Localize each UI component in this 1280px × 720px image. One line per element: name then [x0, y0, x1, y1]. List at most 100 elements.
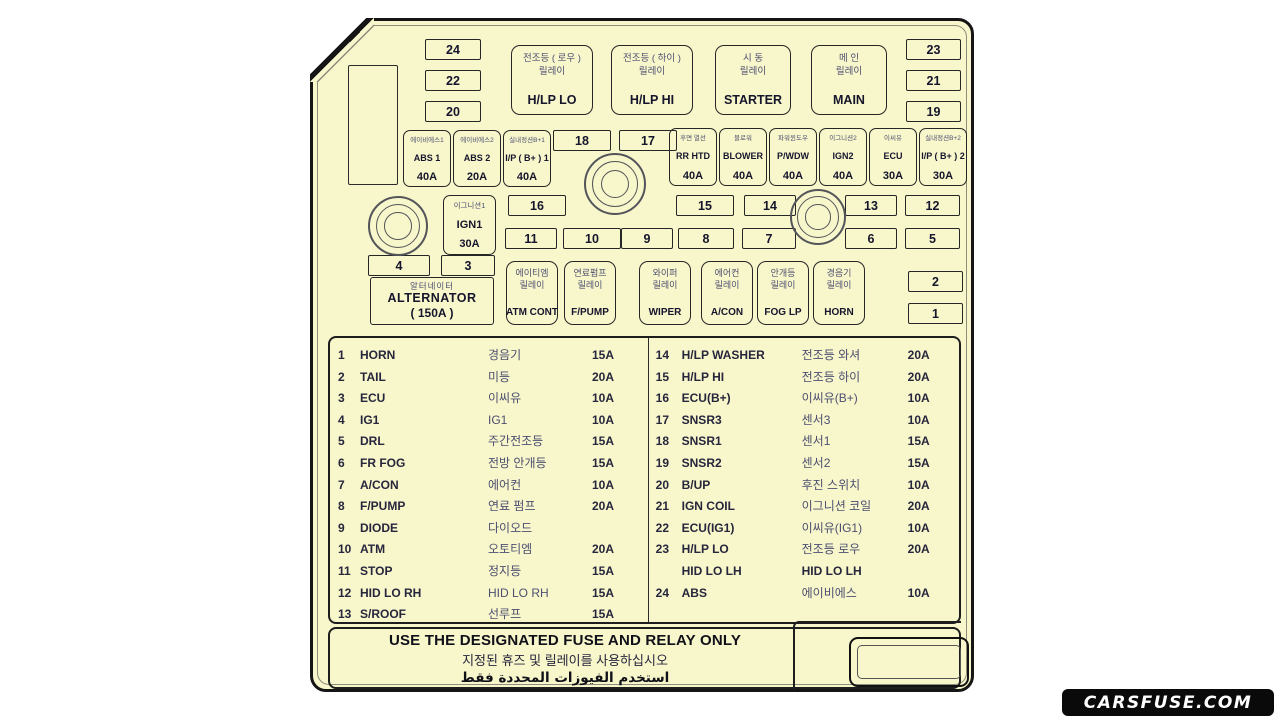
relay-name: WIPER [648, 307, 682, 318]
fuse-korean-name: 주간전조등 [488, 434, 544, 449]
relay-name: FOG LP [764, 307, 802, 318]
fuse-amperage: 20A [592, 542, 615, 557]
relay-korean-label: 릴레이 [770, 280, 796, 291]
alternator-korean-label: 알터네이터 [409, 281, 455, 292]
fuse-korean-name-line2: HID LO LH [801, 563, 862, 578]
relay-box: 메 인 릴레이 MAIN [811, 45, 887, 115]
relay-box: 경음기 릴레이 HORN [813, 261, 865, 325]
fuse-name: A/CON [360, 477, 399, 492]
fuse-name: H/LP HI [681, 369, 725, 384]
fuse-name: HORN [360, 348, 396, 362]
fuse-amperage: 30A [932, 170, 954, 182]
fuse-name: I/P ( B+ ) 1 [505, 152, 549, 163]
fuse-name: I/P ( B+ ) 2 [921, 151, 965, 161]
fuse-slot-17: 17 [619, 130, 677, 151]
fuse-table-row: 15 H/LP HI 전조등 하이 20A [656, 367, 959, 389]
fuse-table-row: 24 ABS 에이비에스 10A [656, 583, 959, 605]
fuse-name: B/UP [681, 477, 711, 492]
fuse-name: HID LO RH [360, 585, 422, 600]
carsfuse-watermark: CARSFUSE.COM [1062, 689, 1274, 716]
fuse-korean-name: 전조등 와셔 [801, 348, 861, 362]
relay-korean-label: 릴레이 [519, 280, 545, 291]
fuse-number: 7 [338, 477, 345, 492]
fuse-korean-name: 선루프 [488, 607, 522, 622]
fuse-name: ABS 2 [463, 152, 491, 163]
mounting-bolt-icon [584, 153, 646, 215]
fuse-name: ECU(B+) [681, 391, 731, 406]
relay-name: F/PUMP [571, 307, 609, 318]
relay-box: 에어컨 릴레이 A/CON [701, 261, 753, 325]
fuse-name: IG1 [360, 412, 380, 427]
fuse-number: 17 [655, 412, 669, 427]
fuse-name: ECU [883, 151, 903, 161]
fuse-amperage: 10A [592, 391, 615, 406]
fuse-table-row: 9 DIODE 다이오드 [338, 518, 648, 540]
relay-korean-label: 연료펌프 [573, 268, 607, 278]
fuse-name: RR HTD [676, 151, 710, 161]
fuse-amperage: 40A [682, 170, 704, 182]
fuse-slot-10: 10 [563, 228, 621, 249]
fuse-korean-label: 파워윈도우 [778, 135, 808, 142]
fuse-korean-label: 이그니션1 [453, 201, 486, 210]
fuse-amperage: 10A [592, 412, 615, 427]
fuse-table-row: 19 SNSR2 센서2 15A [656, 453, 959, 475]
alternator-name: ALTERNATOR [387, 291, 477, 306]
bolt-center [384, 212, 412, 240]
fuse-korean-name: 미등 [488, 369, 511, 384]
bolt-ring [591, 160, 639, 208]
engine-fuse-box-panel: 24 22 20 23 21 19 18 17 16 15 14 13 12 1… [310, 18, 974, 692]
fuse-korean-label: 에이비에스1 [410, 137, 444, 144]
fuse-slot-12: 12 [905, 195, 960, 216]
fuse-korean-label: 실내정션B+2 [925, 135, 961, 142]
fuse-name: F/PUMP [360, 499, 406, 514]
fuse-block: 실내정션B+1 I/P ( B+ ) 1 40A [503, 130, 551, 187]
mounting-bolt-icon [790, 189, 846, 245]
relay-korean-label: 릴레이 [638, 65, 666, 77]
warning-footer: USE THE DESIGNATED FUSE AND RELAY ONLY 지… [328, 627, 961, 689]
relay-box: 연료펌프 릴레이 F/PUMP [564, 261, 616, 325]
fuse-amperage: 15A [592, 607, 615, 622]
fuse-number: 10 [338, 542, 352, 557]
fuse-amperage: 10A [907, 477, 930, 492]
fuse-slot-18: 18 [553, 130, 611, 151]
fuse-korean-label: 블로워 [734, 135, 752, 142]
fuse-slot-20: 20 [425, 101, 481, 122]
relay-korean-label: 와이퍼 [652, 268, 678, 278]
fuse-table-row: 21 IGN COIL 이그니션 코일 20A [656, 496, 959, 518]
fuse-amperage: 15A [592, 563, 615, 578]
fuse-table-row: 22 ECU(IG1) 이씨유(IG1) 10A [656, 518, 959, 540]
fuse-korean-name: 연료 펌프 [488, 499, 536, 514]
fuse-slot-15: 15 [676, 195, 734, 216]
fuse-slot-21: 21 [906, 70, 961, 91]
fuse-amperage [592, 518, 636, 540]
fuse-slot-19: 19 [906, 101, 961, 122]
fuse-korean-name: 이씨유(IG1) [801, 520, 863, 535]
bolt-center [805, 204, 831, 230]
fuse-table-row: 1 HORN 경음기 15A [338, 345, 648, 367]
fuse-table-row: 7 A/CON 에어컨 10A [338, 475, 648, 497]
ign1-fuse-block: 이그니션1 IGN1 30A [443, 195, 496, 255]
fuse-amperage: 20A [907, 542, 930, 557]
fuse-table-row: 20 B/UP 후진 스위치 10A [656, 475, 959, 497]
inset-compartment-outline [793, 621, 961, 691]
fuse-korean-name: 센서2 [801, 455, 831, 470]
fuse-korean-name: HID LO RH [488, 585, 549, 600]
fuse-amperage: 20A [592, 499, 615, 514]
fuse-number: 24 [655, 585, 669, 600]
fuse-block: 실내정션B+2 I/P ( B+ ) 2 30A [919, 128, 967, 186]
fuse-amperage: 30A [882, 170, 904, 182]
fuse-name: P/WDW [777, 151, 809, 161]
fuse-slot-24: 24 [425, 39, 481, 60]
fuse-korean-name: 에이비에스 [801, 585, 857, 600]
fuse-number: 8 [338, 499, 345, 514]
relay-korean-label: 에이티엠 [515, 268, 549, 278]
fuse-korean-label: 에이비에스2 [460, 137, 494, 144]
fuse-korean-name: 이씨유(B+) [801, 391, 858, 406]
fuse-amperage: 40A [832, 170, 854, 182]
fuse-korean-name: 오토티엠 [488, 542, 533, 557]
main-fuse-blocks: 후면 열선 RR HTD 40A 블로워 BLOWER 40A 파워윈도우 P/… [313, 21, 971, 689]
panel-bevel-corner [310, 18, 374, 82]
relay-name: H/LP LO [527, 93, 577, 107]
fuse-korean-name: 정지등 [488, 563, 522, 578]
fuse-name: SNSR1 [681, 434, 722, 449]
